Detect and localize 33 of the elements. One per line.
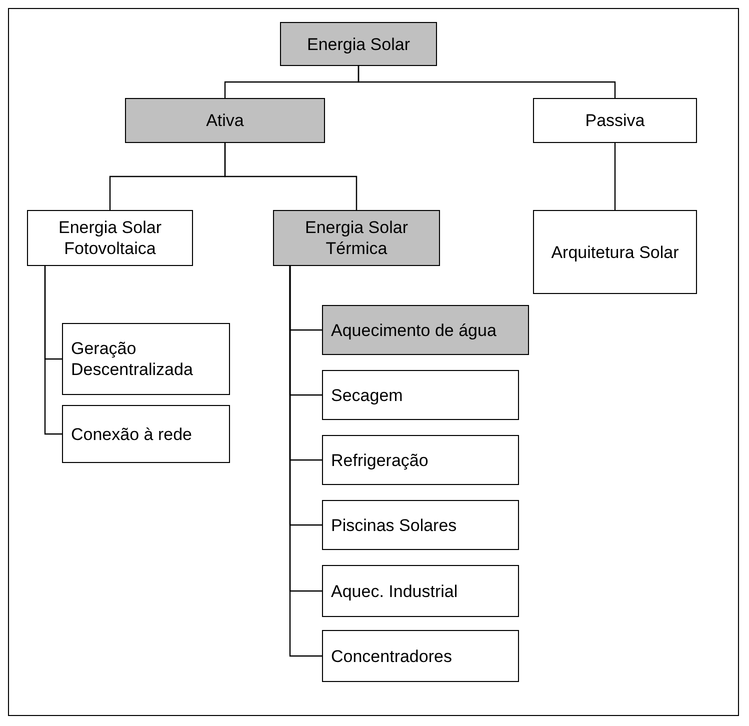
category-label: Energia Solar Térmica	[304, 217, 409, 259]
category-box	[322, 630, 519, 682]
category-box	[27, 210, 193, 266]
category-box	[322, 370, 519, 420]
category-box	[273, 210, 440, 266]
category-label: Ativa	[206, 110, 244, 131]
category-box	[322, 435, 519, 485]
category-box	[322, 305, 529, 355]
connector-line	[224, 143, 358, 210]
category-label: Passiva	[585, 110, 645, 131]
category-box	[62, 323, 230, 395]
category-label: Geração Descentralizada	[71, 338, 194, 380]
category-box	[533, 210, 697, 294]
category-box	[280, 22, 437, 66]
category-box	[533, 98, 697, 143]
category-label: Arquitetura Solar	[551, 242, 679, 262]
category-label: Piscinas Solares	[331, 514, 457, 536]
category-box	[322, 500, 519, 550]
category-label: Conexão à rede	[71, 424, 192, 444]
connector-line	[614, 143, 616, 210]
category-box	[125, 98, 325, 143]
category-label: Aquecimento de água	[331, 320, 496, 340]
connector-line	[289, 266, 322, 657]
category-label: Secagem	[331, 384, 403, 406]
connector-line	[358, 66, 616, 98]
category-label: Energia Solar	[306, 34, 410, 54]
category-box	[62, 405, 230, 463]
category-label: Energia Solar Fotovoltaica	[57, 217, 162, 259]
connector-line	[44, 266, 62, 435]
category-label: Aquec. Industrial	[331, 580, 458, 602]
category-box	[322, 565, 519, 617]
category-label: Concentradores	[331, 646, 452, 666]
category-label: Refrigeração	[331, 450, 428, 470]
